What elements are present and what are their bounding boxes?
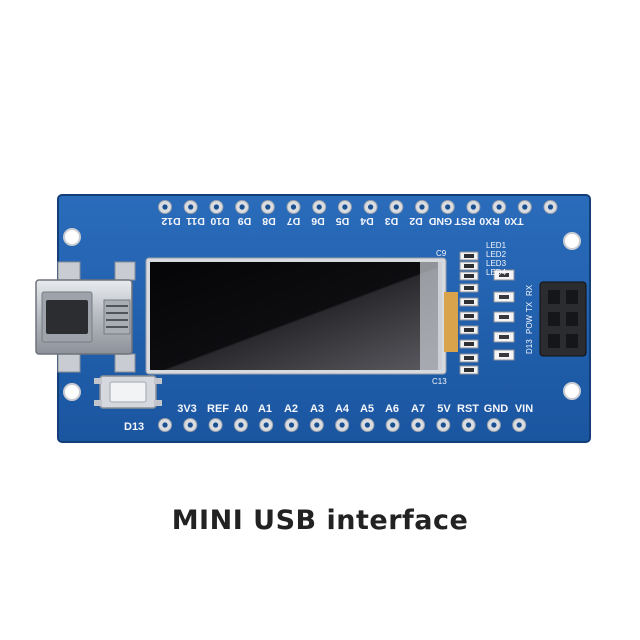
bottom-pin-label: A0: [234, 403, 248, 415]
bottom-pin-label: A7: [411, 403, 425, 415]
bottom-pin-label: A5: [360, 403, 374, 415]
bottom-pin-pad: [259, 418, 274, 432]
mounting-holes: [63, 228, 581, 401]
top-pin-label: RST: [454, 215, 476, 227]
bottom-pin-pad: [385, 418, 400, 432]
top-pin-pad: [440, 200, 455, 214]
bottom-pin-pad: [461, 418, 476, 432]
bottom-pin-pad: [309, 418, 324, 432]
smd-part: [459, 325, 479, 335]
top-pin-label: D12: [161, 215, 180, 227]
top-pin-pad: [466, 200, 481, 214]
bottom-pin-pad: [512, 418, 527, 432]
top-pin-pad: [260, 200, 275, 214]
c9-label: C9: [436, 249, 447, 258]
top-pin-pad: [363, 200, 378, 214]
bottom-pin-label: 5V: [437, 403, 451, 415]
bottom-pin-label: A1: [258, 403, 272, 415]
bottom-pin-pad: [486, 418, 501, 432]
top-pin-pad: [183, 200, 198, 214]
bottom-pin-label: GND: [484, 403, 509, 415]
top-pin-pad: [389, 200, 404, 214]
caption: MINI USB interface: [171, 505, 469, 536]
top-pin-header: [158, 200, 558, 214]
led-part: [493, 331, 515, 343]
bottom-pin-label: 3V3: [177, 403, 197, 415]
top-pin-pad: [158, 200, 172, 214]
smd-part: [459, 339, 479, 349]
led4-label: LED4: [486, 268, 507, 277]
smd-part: [459, 251, 479, 261]
top-pin-label: D6: [311, 215, 325, 227]
icsp-header: [539, 281, 587, 357]
side-labels: RX TX POW D13: [525, 284, 534, 354]
top-pin-label: D5: [336, 215, 350, 227]
top-pin-label: D9: [238, 215, 252, 227]
led-part: [493, 311, 515, 323]
smd-part: [459, 283, 479, 293]
bottom-pin-pad: [183, 418, 198, 432]
rx-label: RX: [525, 284, 534, 296]
top-pin-label: D8: [262, 215, 276, 227]
bottom-pin-label: REF: [207, 403, 229, 415]
top-pin-label: D3: [385, 215, 399, 227]
top-pin-pad: [209, 200, 224, 214]
mini-usb-connector: [35, 261, 136, 373]
oled-screen: [145, 257, 458, 375]
bottom-pin-pad: [360, 418, 375, 432]
bottom-pin-label: A2: [284, 403, 298, 415]
bottom-pin-labels: 3V3 REF A0 A1 A2 A3 A4 A5 A6 A7 5V RST GND VIN: [177, 403, 533, 415]
bottom-pin-label: VIN: [515, 403, 533, 415]
bottom-pin-pad: [411, 418, 425, 432]
led-part: [493, 291, 515, 303]
led-part: [493, 269, 515, 281]
d13-label: D13: [124, 421, 144, 433]
top-pin-label: D10: [210, 215, 229, 227]
d13-side-label: D13: [525, 339, 534, 354]
smd-components: [459, 251, 515, 375]
c13-label: C13: [432, 377, 447, 386]
top-pin-label: D7: [287, 215, 301, 227]
top-pin-pad: [286, 200, 301, 214]
top-pin-label: D4: [360, 215, 374, 227]
tx-label: TX: [525, 301, 534, 312]
led-part: [493, 349, 515, 361]
top-pin-label: TX0: [504, 215, 523, 227]
smd-part: [459, 365, 479, 375]
top-pin-label: D2: [409, 215, 423, 227]
top-pin-label: RX0: [479, 215, 500, 227]
bottom-pin-pad: [158, 418, 172, 432]
reset-button: [94, 375, 162, 409]
bottom-pin-pad: [233, 418, 248, 432]
smd-part: [459, 297, 479, 307]
bottom-pin-label: A6: [385, 403, 399, 415]
led2-label: LED2: [486, 250, 507, 259]
bottom-pin-label: A4: [335, 403, 350, 415]
led1-label: LED1: [486, 241, 507, 250]
top-pin-pad: [517, 200, 532, 214]
top-pin-pad: [337, 200, 352, 214]
led3-label: LED3: [486, 259, 507, 268]
bottom-pin-header: [158, 418, 527, 432]
pow-label: POW: [525, 314, 534, 334]
top-pin-pad: [312, 200, 327, 214]
top-pin-pad: [543, 200, 558, 214]
top-pin-pad: [492, 200, 507, 214]
top-pin-label: D11: [186, 215, 205, 227]
bottom-pin-pad: [284, 418, 299, 432]
top-pin-pad: [235, 200, 250, 214]
bottom-pin-pad: [335, 418, 350, 432]
smd-part: [459, 353, 479, 363]
smd-part: [459, 311, 479, 321]
bottom-pin-label: RST: [457, 403, 479, 415]
smd-part: [459, 271, 479, 281]
top-pin-pad: [415, 200, 429, 214]
top-pin-label: GND: [428, 215, 452, 227]
smd-part: [459, 261, 479, 271]
bottom-pin-label: A3: [310, 403, 324, 415]
bottom-pin-pad: [436, 418, 451, 432]
bottom-pin-pad: [208, 418, 223, 432]
